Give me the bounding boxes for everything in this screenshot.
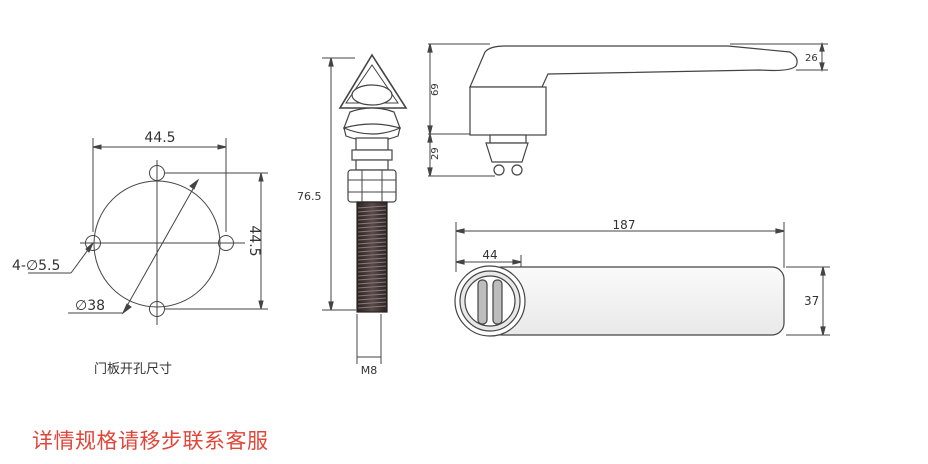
thread-label: M8 <box>361 364 378 377</box>
thread-hatch <box>357 265 387 269</box>
arrow <box>258 300 264 310</box>
panel-cutout-view <box>28 138 268 325</box>
rosette-face <box>464 275 516 327</box>
dim-height-label: 69 <box>430 83 441 96</box>
thread-hatch <box>357 269 387 273</box>
threaded-rod <box>356 201 388 313</box>
thread-hatch <box>357 277 387 281</box>
thread-hatch <box>357 225 387 229</box>
arrow <box>92 144 102 150</box>
thread-hatch <box>357 301 387 305</box>
arrow <box>328 301 334 311</box>
key-slot <box>492 279 503 325</box>
tip-label: 26 <box>805 53 818 64</box>
arrow <box>427 133 433 143</box>
dim-width-label: 44.5 <box>144 130 175 146</box>
thread-hatch <box>357 281 387 285</box>
top-shadow <box>465 0 705 18</box>
thread-hatch <box>357 229 387 233</box>
head-label: 44 <box>482 248 497 262</box>
hex-nut <box>347 169 397 203</box>
thread-hatch <box>357 261 387 265</box>
arrow <box>217 144 227 150</box>
arrow <box>189 178 200 190</box>
arrow <box>819 41 825 52</box>
arrow <box>820 326 826 336</box>
arrow <box>427 167 433 177</box>
arrow <box>328 57 334 67</box>
thread-hatch <box>357 213 387 217</box>
thread-hatch <box>357 305 387 309</box>
thread-hatch <box>357 221 387 225</box>
thread-hatch <box>357 273 387 277</box>
thread-hatch <box>357 209 387 213</box>
arrow <box>455 259 465 265</box>
arrow <box>258 172 264 182</box>
thread-hatch <box>357 285 387 289</box>
arrow <box>427 125 433 135</box>
thread-hatch <box>357 253 387 257</box>
thread-hatch <box>357 289 387 293</box>
arrow <box>455 228 465 234</box>
arrow <box>819 62 825 73</box>
thread-hatch <box>357 293 387 297</box>
thread-hatch <box>357 217 387 221</box>
arrow <box>121 303 132 315</box>
width-label: 37 <box>804 294 819 308</box>
thread-hatch <box>357 237 387 241</box>
body-mid <box>351 149 393 161</box>
length-label: 187 <box>613 218 636 232</box>
key-slot <box>477 279 488 325</box>
holes-label: 4-∅5.5 <box>12 258 60 274</box>
cam-eye <box>511 164 523 176</box>
arrow <box>775 228 785 234</box>
arrow <box>85 242 94 253</box>
dim-length-label: 76.5 <box>297 190 322 203</box>
thread-hatch <box>357 249 387 253</box>
contact-notice: 详情规格请移步联系客服 <box>32 429 269 453</box>
thread-lines <box>357 205 387 309</box>
thread-hatch <box>357 233 387 237</box>
thread-hatch <box>357 297 387 301</box>
top-view <box>427 41 828 177</box>
diameter-label: ∅38 <box>75 298 105 314</box>
panel-cutout-caption: 门板开孔尺寸 <box>94 362 173 377</box>
handle-base <box>469 86 547 136</box>
thread-hatch <box>357 245 387 249</box>
diameter-leader-diag <box>122 179 199 314</box>
handle-shaft <box>489 134 527 144</box>
dim-base-label: 29 <box>430 147 441 160</box>
cam <box>485 142 529 163</box>
body-upper <box>355 137 389 151</box>
thread-hatch <box>357 257 387 261</box>
dome <box>351 84 393 106</box>
thread-hatch <box>357 241 387 245</box>
dim-height-label: 44.5 <box>246 225 262 256</box>
arrow <box>512 259 522 265</box>
arrow <box>820 266 826 276</box>
front-view <box>454 222 830 337</box>
collar <box>343 107 401 129</box>
side-view <box>322 53 408 364</box>
arrow <box>427 43 433 53</box>
body-neck <box>355 159 389 171</box>
thread-hatch <box>357 205 387 209</box>
handle-lever <box>469 45 798 88</box>
cam-eye <box>493 164 505 176</box>
handle-bar <box>489 266 785 336</box>
